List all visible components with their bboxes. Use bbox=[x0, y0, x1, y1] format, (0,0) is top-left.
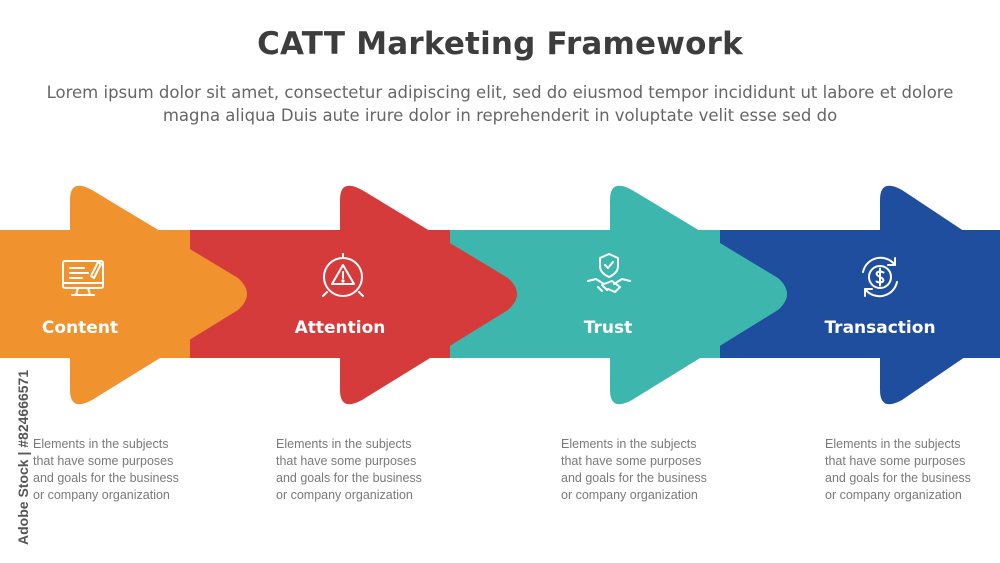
dollar-coin-cycle-icon bbox=[855, 252, 905, 302]
step-label-content: Content bbox=[41, 318, 119, 338]
step-description-trust: Elements in the subjects that have some … bbox=[561, 437, 707, 502]
step-label-attention: Attention bbox=[294, 318, 386, 338]
arrow-trust bbox=[610, 185, 787, 405]
stock-watermark-text: Adobe Stock | #824666571 bbox=[15, 369, 31, 545]
handshake-shield-icon bbox=[584, 251, 634, 301]
step-description-content: Elements in the subjects that have some … bbox=[33, 437, 179, 502]
arrow-attention bbox=[340, 185, 517, 405]
warning-alert-icon bbox=[318, 252, 368, 302]
step-description-attention: Elements in the subjects that have some … bbox=[276, 437, 422, 502]
page-title: CATT Marketing Framework bbox=[257, 26, 743, 62]
computer-monitor-icon bbox=[58, 253, 108, 303]
page-subtitle: Lorem ipsum dolor sit amet, consectetur … bbox=[46, 83, 954, 125]
arrow-transaction bbox=[880, 185, 1000, 405]
step-label-transaction: Transaction bbox=[824, 318, 936, 338]
stock-watermark: Adobe Stock | #824666571 bbox=[0, 320, 31, 560]
step-label-trust: Trust bbox=[583, 318, 633, 338]
arrow-content bbox=[70, 185, 247, 405]
step-description-transaction: Elements in the subjects that have some … bbox=[825, 437, 971, 502]
